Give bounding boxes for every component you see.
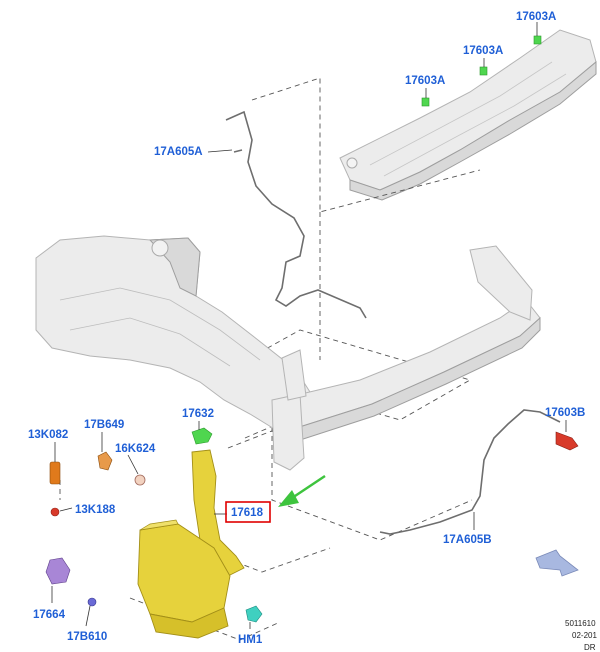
figure-code: 5011610 bbox=[565, 619, 596, 628]
clip-17603b bbox=[555, 431, 579, 451]
callout-hm1: HM1 bbox=[238, 634, 263, 646]
callout-17a605a: 17A605A bbox=[154, 146, 203, 158]
callout-17a605b: 17A605B bbox=[443, 534, 492, 546]
callout-17b649: 17B649 bbox=[84, 419, 124, 431]
level-sensor-13k082 bbox=[49, 461, 61, 485]
pump-17b649 bbox=[97, 451, 113, 471]
cowl-panel bbox=[339, 29, 597, 201]
pump-seal-17b610 bbox=[87, 597, 97, 607]
view-direction-arrow-icon bbox=[535, 549, 579, 577]
callout-13k188: 13K188 bbox=[75, 504, 116, 516]
hose-joint-hm1 bbox=[245, 605, 263, 623]
seal-13k188 bbox=[50, 507, 60, 517]
callout-17603a-left: 17603A bbox=[405, 75, 445, 87]
figure-region: DR bbox=[584, 643, 596, 652]
callout-17603a-top: 17603A bbox=[516, 11, 556, 23]
washer-reservoir bbox=[137, 449, 245, 639]
figure-date: 02-201 bbox=[572, 631, 597, 640]
grommet-16k624 bbox=[134, 474, 146, 486]
callout-17632: 17632 bbox=[182, 408, 214, 420]
callout-17603a-mid: 17603A bbox=[463, 45, 503, 57]
bumper-beam bbox=[271, 245, 541, 471]
callout-16k624: 16K624 bbox=[115, 443, 156, 455]
clip-17603a-left bbox=[421, 97, 430, 107]
callout-17618-highlight: 17618 bbox=[225, 501, 271, 523]
green-arrow-icon bbox=[278, 474, 326, 507]
callout-17b610: 17B610 bbox=[67, 631, 107, 643]
front-body-structure bbox=[35, 235, 311, 431]
callout-17618: 17618 bbox=[231, 507, 264, 519]
leader-lines bbox=[51, 22, 567, 629]
washer-hose-17a605a bbox=[225, 110, 367, 319]
clip-17603a-top bbox=[533, 35, 542, 45]
callout-17603b: 17603B bbox=[545, 407, 585, 419]
reservoir-cap bbox=[191, 427, 213, 445]
callout-17664: 17664 bbox=[33, 609, 66, 621]
washer-hose-17a605b bbox=[379, 409, 561, 535]
clip-17603a-mid bbox=[479, 66, 488, 76]
callout-13k082: 13K082 bbox=[28, 429, 68, 441]
pump-motor-17664 bbox=[45, 557, 71, 585]
